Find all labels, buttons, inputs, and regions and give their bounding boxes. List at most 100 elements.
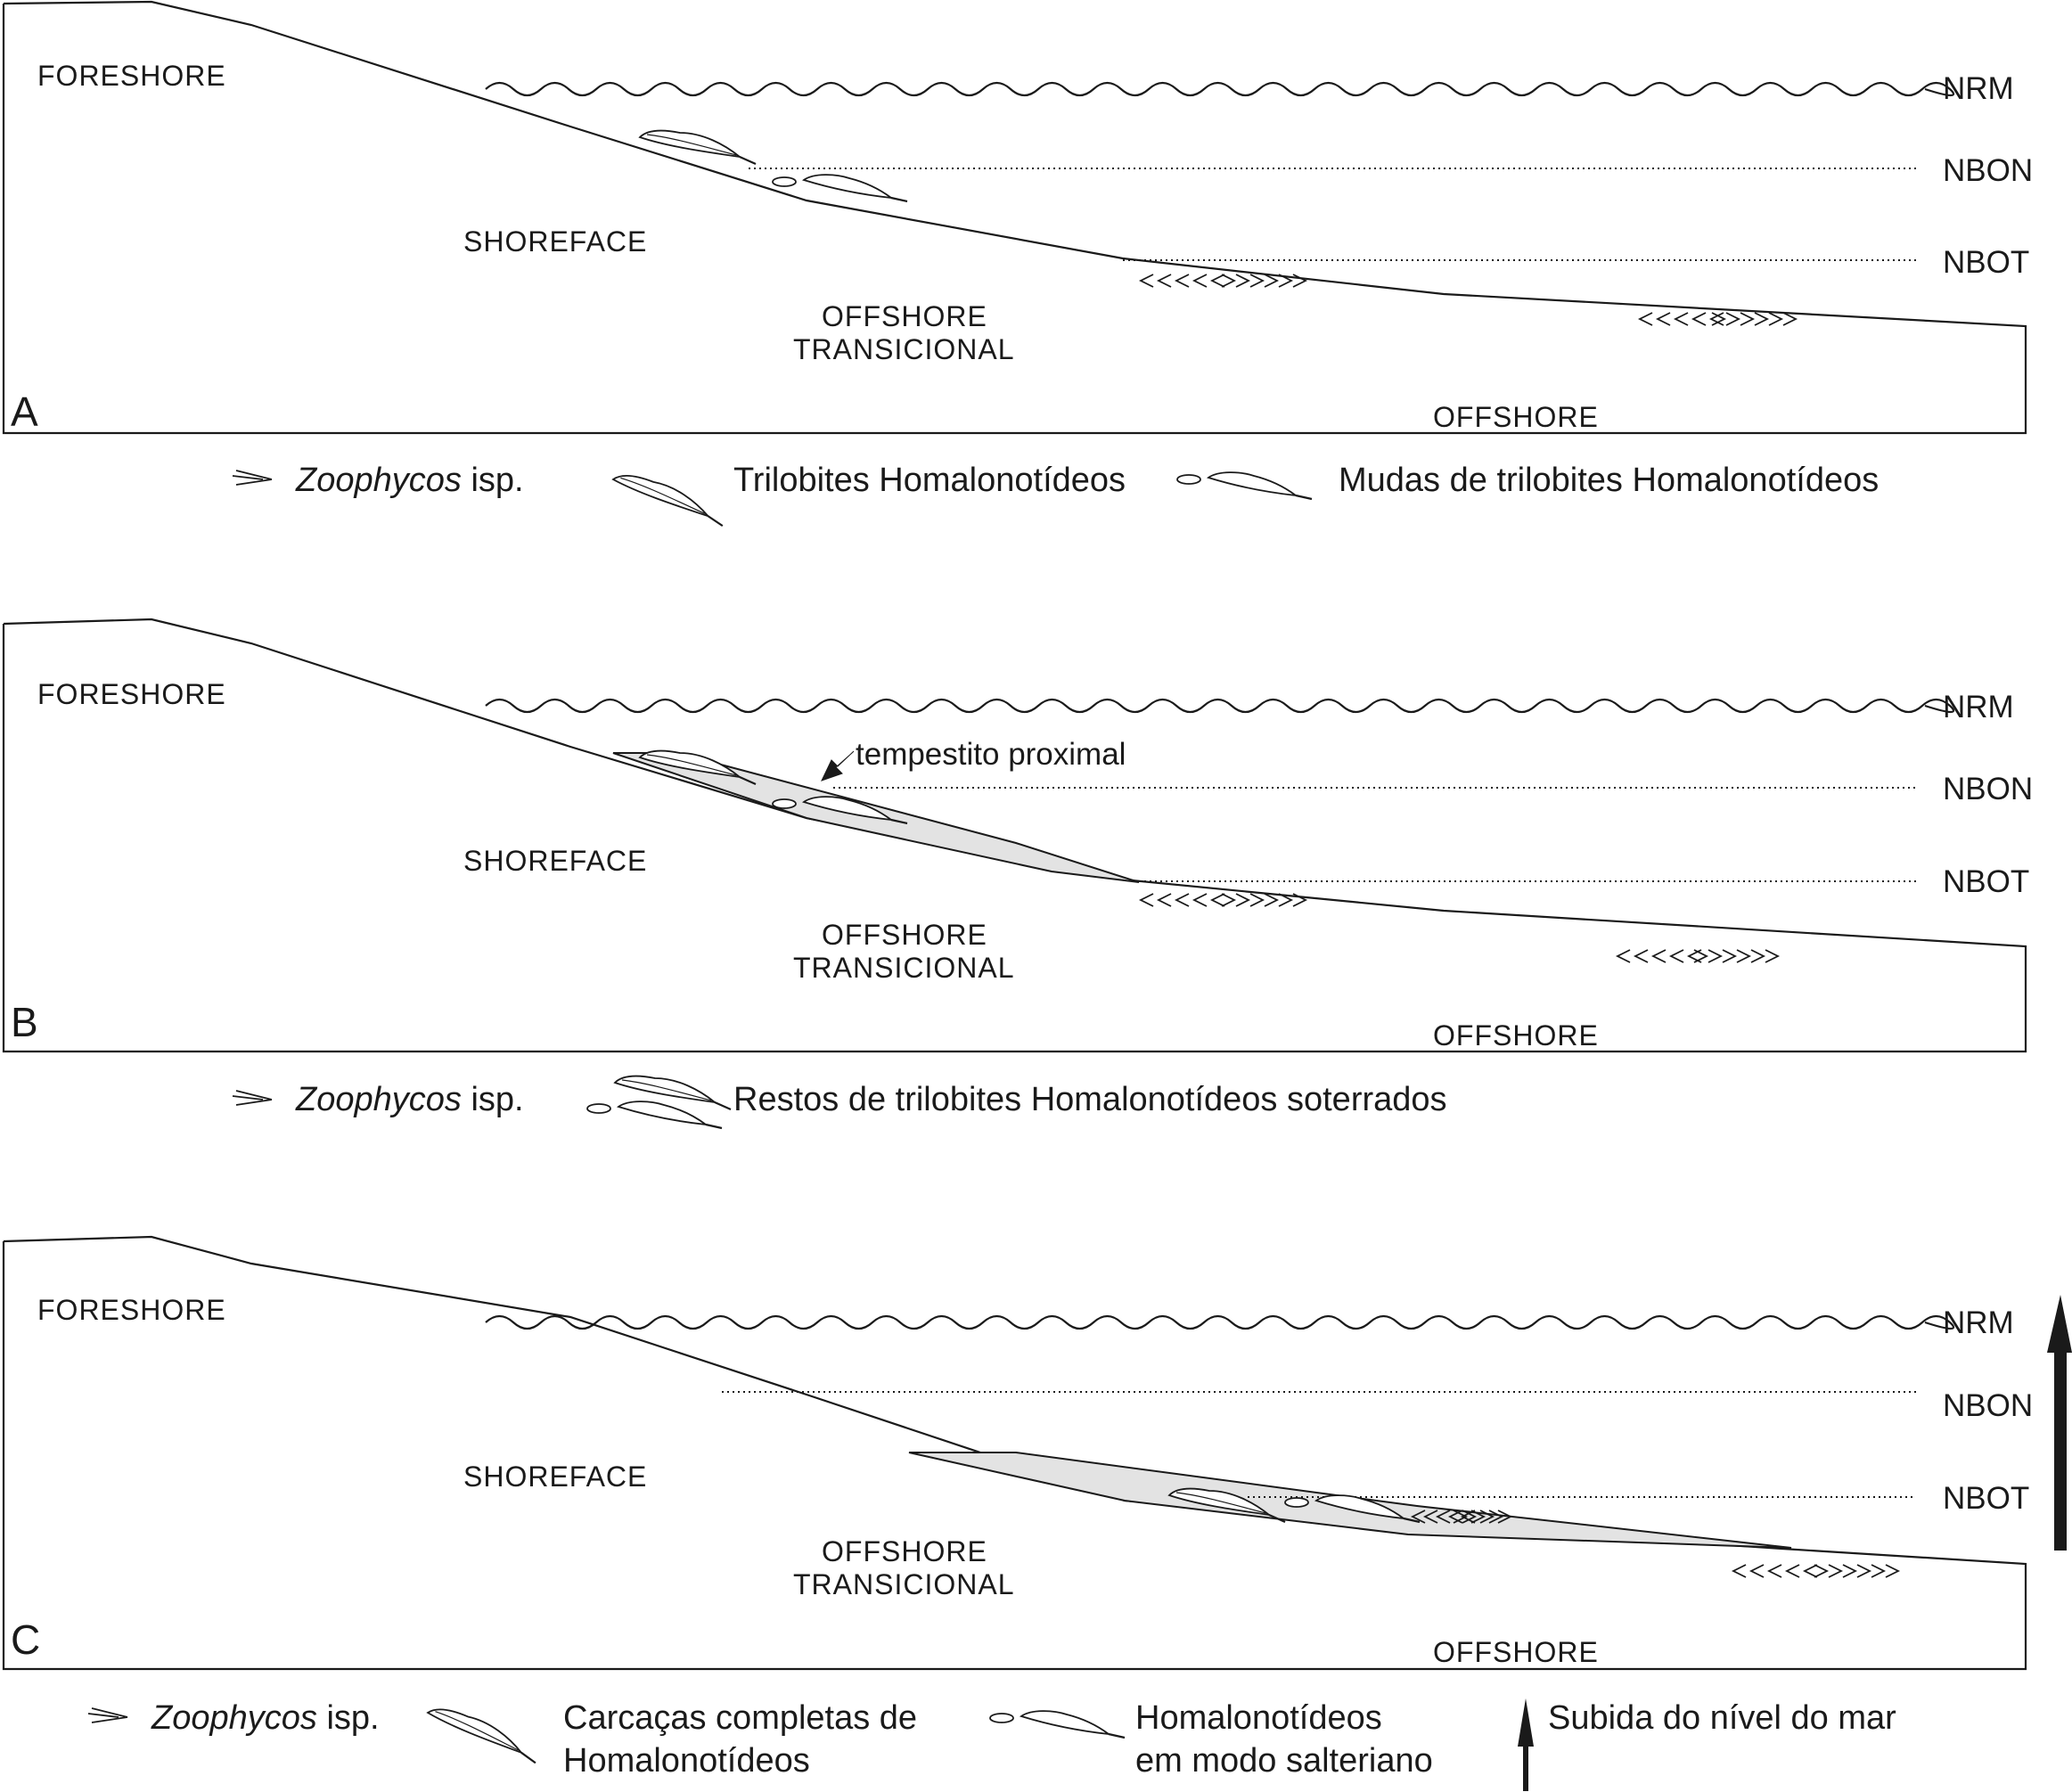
zoophycos-trace [1768,312,1784,326]
zoophycos-trace [1479,1510,1495,1524]
panel-b-shoreface-label: SHOREFACE [463,845,647,877]
zoophycos-trace [1174,274,1190,288]
zoophycos-trace [1668,949,1684,963]
panel-a: FORESHORE SHOREFACE OFFSHORE TRANSICIONA… [2,0,2033,435]
zoophycos-trace [1497,1510,1513,1524]
zoophycos-trace [1156,893,1172,907]
zoophycos-trace [1249,893,1265,907]
zoophycos-trace [1292,274,1308,288]
zoophycos-trace [1221,274,1237,288]
zoophycos-trace [1435,1510,1451,1524]
zoophycos-trace [1174,893,1190,907]
panel-b-profile [2,618,2027,1053]
zoophycos-trace [1278,274,1294,288]
zoophycos-trace [1708,312,1724,326]
panel-a-offshore-transicional-label-2: TRANSICIONAL [793,333,1014,365]
sea-level-rise-arrow-icon [2047,1295,2072,1551]
trilobite-molt-icon [586,1101,724,1130]
zoophycos-trace [1264,274,1280,288]
panel-c-offshore-transicional-label-2: TRANSICIONAL [793,1568,1014,1600]
panel-c-letter: C [11,1616,40,1663]
zoophycos-trace [1766,1564,1782,1578]
zoophycos-trace [1209,893,1225,907]
panel-c: FORESHORE SHOREFACE OFFSHORE TRANSICIONA… [2,1235,2072,1671]
panel-b-offshore-transicional-label-1: OFFSHORE [822,919,987,951]
legend-c-subida-label: Subida do nível do mar [1548,1699,1896,1737]
zoophycos-trace [1192,274,1208,288]
zoophycos-trace [1637,312,1653,326]
zoophycos-trace [1814,1564,1830,1578]
zoophycos-trace [1453,1510,1469,1524]
panel-c-foreshore-label: FORESHORE [37,1294,226,1326]
zoophycos-trace [1782,312,1798,326]
zoophycos-trace [1740,312,1756,326]
zoophycos-trace [1691,312,1707,326]
legend-a: Zoophycos isp. Trilobites Homalonotídeos… [232,462,1879,528]
panel-b: tempestito proximal FORESHORE SHOREFACE … [2,618,2033,1053]
legend-a-zoophycos-label: Zoophycos isp. [295,462,524,499]
zoophycos-trace [1754,312,1770,326]
panel-b-offshore-transicional-label-2: TRANSICIONAL [793,952,1014,984]
panel-b-nbon-label: NBON [1943,772,2033,806]
panel-b-nrm-label: NRM [1943,690,2014,724]
panel-a-offshore-transicional-label-1: OFFSHORE [822,300,987,332]
zoophycos-trace [1871,1564,1887,1578]
zoophycos-trace [1828,1564,1844,1578]
panel-c-zoophycos-storm [1410,1510,1513,1524]
zoophycos-icon [232,1090,273,1106]
zoophycos-trace [1750,949,1766,963]
panel-b-annotation: tempestito proximal [856,737,1126,772]
zoophycos-trace [1462,1510,1478,1524]
zoophycos-trace [1802,1564,1818,1578]
panel-c-shoreface-label: SHOREFACE [463,1461,647,1493]
zoophycos-trace [1221,893,1237,907]
zoophycos-trace [1209,274,1225,288]
zoophycos-trace [1422,1510,1438,1524]
legend-c: Zoophycos isp. Carcaças completas de Hom… [87,1698,1896,1791]
panel-b-foreshore-label: FORESHORE [37,678,226,710]
zoophycos-trace [1235,893,1251,907]
sea-level-rise-arrow-icon [1518,1698,1534,1791]
panel-a-nrm-label: NRM [1943,71,2014,106]
panel-b-nbot-label: NBOT [1943,864,2029,899]
panel-c-nbot-label: NBOT [1943,1481,2029,1516]
zoophycos-trace [1410,1510,1426,1524]
zoophycos-trace [1278,893,1294,907]
zoophycos-trace [1192,893,1208,907]
zoophycos-trace [1885,1564,1901,1578]
zoophycos-trace [1693,949,1709,963]
panel-a-trilobite-molt [771,174,909,203]
panel-c-offshore-transicional-label-1: OFFSHORE [822,1535,987,1567]
panel-b-wave-surface [485,698,1955,714]
panel-c-zoophycos-offshore [1731,1564,1901,1578]
zoophycos-icon [87,1707,128,1723]
panel-a-foreshore-label: FORESHORE [37,60,226,92]
legend-c-salteriano-label-1: Homalonotídeos [1135,1699,1382,1737]
zoophycos-trace [1749,1564,1765,1578]
zoophycos-trace [1138,274,1154,288]
zoophycos-trace [1856,1564,1872,1578]
zoophycos-trace [1711,312,1727,326]
panel-a-profile [2,0,2027,435]
panel-c-nbon-label: NBON [1943,1388,2033,1423]
panel-a-zoophycos-2 [1637,312,1798,326]
trilobite-carcass-icon [607,471,730,528]
panel-a-zoophycos-1 [1138,274,1308,288]
panel-b-zoophycos-1 [1138,893,1308,907]
panel-b-letter: B [11,999,38,1045]
trilobite-molt-icon [988,1710,1126,1739]
legend-c-carcacas-label-2: Homalonotídeos [563,1742,810,1780]
panel-a-nbot-label: NBOT [1943,245,2029,280]
zoophycos-trace [1731,1564,1747,1578]
legend-a-mudas-label: Mudas de trilobites Homalonotídeos [1339,462,1879,499]
panel-b-annotation-arrow [821,750,855,781]
zoophycos-trace [1488,1510,1504,1524]
legend-b: Zoophycos isp. Restos de trilobites Homa… [232,1075,1447,1130]
zoophycos-trace [1235,274,1251,288]
zoophycos-trace [1292,893,1308,907]
zoophycos-trace [1264,893,1280,907]
panel-c-wave-surface [485,1314,1955,1330]
zoophycos-trace [1470,1510,1486,1524]
panel-c-nrm-label: NRM [1943,1305,2014,1340]
panel-b-offshore-label: OFFSHORE [1433,1019,1599,1051]
